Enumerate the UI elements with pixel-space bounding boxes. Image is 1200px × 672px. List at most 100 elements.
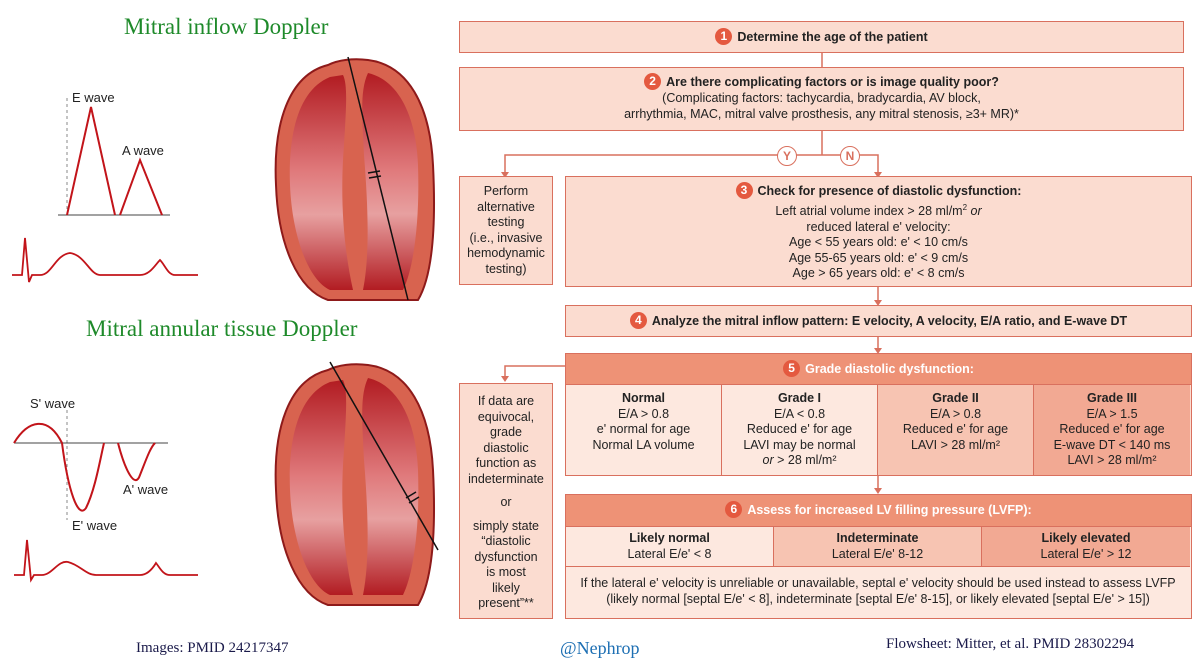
step2-title: Are there complicating factors or is ima… (666, 74, 999, 89)
step6-box: 6 Assess for increased LV filling pressur… (565, 494, 1192, 619)
step3-line3: Age < 55 years old: e' < 10 cm/s (789, 235, 968, 250)
lvfp-footnote: If the lateral e' velocity is unreliable… (566, 569, 1190, 617)
step2-line1: (Complicating factors: tachycardia, brad… (662, 91, 981, 105)
equivocal-line: equivocal, (477, 409, 535, 424)
alt-line: testing) (485, 261, 527, 276)
grade-1-cell: Grade I E/A < 0.8 Reduced e' for age LAV… (722, 385, 878, 475)
grade-line: Reduced e' for age (1059, 422, 1165, 436)
mitral-inflow-waveform (12, 98, 198, 283)
alt-line: Perform (483, 184, 529, 198)
step2-line2: arrhythmia, MAC, mitral valve prosthesis… (624, 106, 1019, 121)
grade-extra: > 28 ml/m² (777, 453, 837, 467)
yes-branch-marker: Y (777, 146, 797, 166)
or-text: or (970, 204, 982, 219)
twitter-handle[interactable]: @Nephrop (560, 638, 640, 658)
flowsheet-citation: Flowsheet: Mitter, et al. PMID 28302294 (886, 636, 1135, 652)
step6-text: Assess for increased LV filling pressure… (747, 503, 1032, 517)
a-wave-label: A wave (122, 143, 164, 158)
alt-line: (i.e., invasive (469, 230, 543, 245)
mitral-inflow-title: Mitral inflow Doppler (124, 14, 329, 39)
step3-badge: 3 (735, 182, 753, 199)
step4-text: Analyze the mitral inflow pattern: E vel… (651, 313, 1128, 328)
grade-line: Reduced e' for age (902, 422, 1009, 436)
step2-badge: 2 (644, 73, 662, 90)
lvfp-title: Likely normal (629, 531, 710, 545)
equivocal-line: or (500, 495, 512, 509)
lvfp-indeterminate-cell: Indeterminate Lateral E/e' 8-12 (774, 527, 982, 567)
step5-box: 5 Grade diastolic dysfunction: Normal E/A… (565, 353, 1192, 476)
alternative-testing-box: Perform alternative testing (i.e., invas… (459, 176, 553, 285)
heart-illustration-top (274, 56, 436, 301)
grade-3-cell: Grade III E/A > 1.5 Reduced e' for age E… (1034, 385, 1190, 475)
heart-illustration-bottom (274, 361, 439, 606)
step4-box: 4 Analyze the mitral inflow pattern: E ve… (565, 305, 1192, 337)
step3-box: 3 Check for presence of diastolic dysfunc… (565, 176, 1192, 287)
grade-line: E/A > 0.8 (617, 406, 670, 421)
equivocal-line: diastolic (483, 440, 529, 455)
step6-badge: 6 (725, 501, 743, 519)
grade-title: Grade I (777, 391, 822, 405)
grade-2-cell: Grade II E/A > 0.8 Reduced e' for age LA… (878, 385, 1034, 475)
equivocal-line: If data are (477, 394, 535, 408)
annular-doppler-title: Mitral annular tissue Doppler (86, 316, 358, 341)
grade-line: Normal LA volume (592, 437, 695, 452)
equivocal-box: If data are equivocal, grade diastolic f… (459, 383, 553, 619)
footnote-line1: If the lateral e' velocity is unreliable… (580, 576, 1176, 590)
grade-line: E/A < 0.8 (773, 406, 826, 421)
a-prime-wave-label: A' wave (123, 482, 169, 497)
or-text: or (762, 453, 774, 467)
grade-title: Grade II (932, 391, 979, 405)
lvfp-value: Lateral E/e' < 8 (627, 546, 712, 561)
grade-line: E/A > 1.5 (1086, 406, 1138, 421)
grade-title: Grade III (1086, 391, 1138, 405)
grade-line: LAVI > 28 ml/m² (910, 437, 1001, 452)
grade-line: E/A > 0.8 (929, 406, 982, 421)
lvfp-elevated-cell: Likely elevated Lateral E/e' > 12 (982, 527, 1190, 567)
step4-badge: 4 (629, 312, 647, 329)
step1-box: 1 Determine the age of the patient (459, 21, 1184, 53)
step2-box: 2 Are there complicating factors or is im… (459, 67, 1184, 131)
step3-line2: reduced lateral e' velocity: (806, 219, 951, 234)
grade-line: E-wave DT < 140 ms (1053, 437, 1171, 452)
equivocal-line: is most (486, 565, 526, 579)
step6-header: 6 Assess for increased LV filling pressur… (566, 495, 1191, 527)
lvfp-value: Lateral E/e' > 12 (1040, 546, 1132, 561)
step5-header: 5 Grade diastolic dysfunction: (566, 354, 1191, 385)
step3-line4: Age 55-65 years old: e' < 9 cm/s (788, 250, 969, 265)
grade-line: LAVI > 28 ml/m² (1067, 453, 1157, 467)
alt-line: hemodynamic (467, 246, 545, 260)
equivocal-line: present”** (478, 596, 534, 610)
grade-line: e' normal for age (596, 422, 691, 436)
equivocal-line: dysfunction (474, 549, 538, 564)
lvfp-title: Indeterminate (836, 531, 919, 545)
annular-tissue-waveform (13, 410, 198, 583)
step5-badge: 5 (783, 360, 801, 378)
no-branch-marker: N (840, 146, 860, 166)
e-prime-wave-label: E' wave (72, 518, 118, 533)
lvfp-normal-cell: Likely normal Lateral E/e' < 8 (566, 527, 774, 567)
footnote-line2: (likely normal [septal E/e' < 8], indete… (606, 591, 1150, 606)
step1-badge: 1 (715, 28, 733, 45)
step5-text: Grade diastolic dysfunction: (805, 362, 974, 376)
lavi-sup: 2 (962, 203, 968, 212)
equivocal-line: “diastolic (481, 534, 531, 548)
grade-title: Normal (621, 391, 666, 405)
equivocal-line: indeterminate (468, 471, 544, 486)
alt-line: testing (487, 215, 525, 229)
lavi-text: Left atrial volume index > 28 ml/m (775, 204, 963, 219)
lvfp-title: Likely elevated (1041, 531, 1131, 545)
step3-line1: Left atrial volume index > 28 ml/m2 or (566, 200, 1191, 220)
grade-line: Reduced e' for age (746, 422, 853, 436)
step3-title: Check for presence of diastolic dysfunct… (757, 183, 1022, 198)
step1-text: Determine the age of the patient (737, 29, 928, 44)
step3-line5: Age > 65 years old: e' < 8 cm/s (792, 266, 965, 281)
images-citation: Images: PMID 24217347 (136, 640, 289, 656)
equivocal-line: likely (492, 580, 520, 595)
s-prime-wave-label: S' wave (30, 396, 76, 411)
lvfp-value: Lateral E/e' 8-12 (831, 546, 924, 561)
alt-line: alternative (477, 199, 535, 214)
equivocal-line: simply state (473, 518, 539, 533)
grade-line: LAVI may be normal (743, 437, 856, 452)
grade-line: or > 28 ml/m² (722, 453, 877, 469)
grade-normal-cell: Normal E/A > 0.8 e' normal for age Norma… (566, 385, 722, 475)
